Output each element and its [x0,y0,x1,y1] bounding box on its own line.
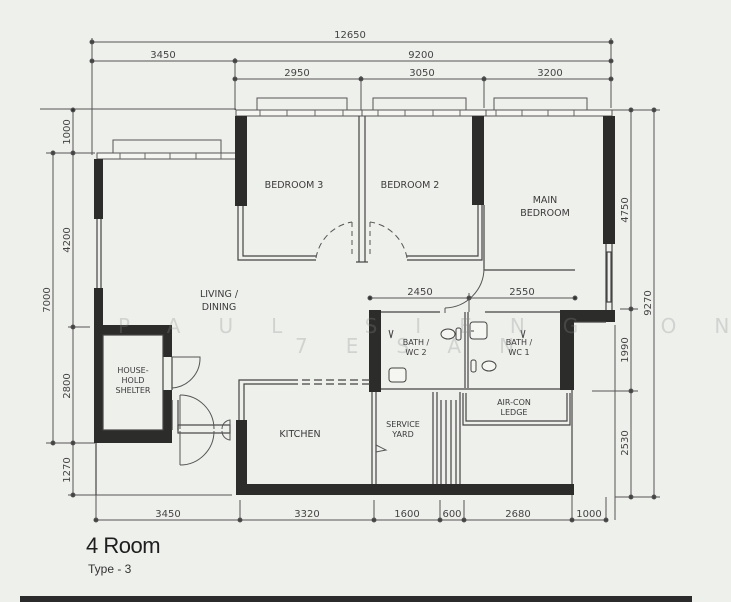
room-label-bath2-1: BATH / [403,338,430,347]
svg-text:2550: 2550 [509,287,534,298]
toilet-icon [481,360,497,372]
plan-title: 4 Room [86,533,161,558]
svg-text:9200: 9200 [408,50,433,61]
svg-text:3200: 3200 [537,68,562,79]
basin-icon [469,321,488,340]
walls [94,116,615,495]
room-label-service-1: SERVICE [386,420,420,429]
svg-text:2450: 2450 [407,287,432,298]
basin-icon [388,367,407,383]
svg-text:4200: 4200 [62,227,73,252]
room-label-living-1: LIVING / [200,289,239,300]
svg-text:2680: 2680 [505,509,530,520]
svg-text:2800: 2800 [62,373,73,398]
bath-fixtures [388,321,526,383]
room-label-bedroom3: BEDROOM 3 [265,180,324,191]
svg-text:7ESAN: 7ESAN [295,334,552,358]
room-label-shelter-2: HOLD [122,376,145,385]
room-label-bath2-2: WC 2 [405,348,426,357]
room-label-aircon-1: AIR-CON [497,398,531,407]
svg-text:1270: 1270 [62,457,73,482]
svg-text:3050: 3050 [409,68,434,79]
dimension-lines [40,38,660,523]
doors [171,221,485,466]
svg-text:3320: 3320 [294,509,319,520]
room-label-aircon-2: LEDGE [501,408,528,417]
room-label-shelter-3: SHELTER [115,386,150,395]
windows [96,97,613,160]
svg-text:12650: 12650 [334,30,366,41]
svg-text:2530: 2530 [620,430,631,455]
room-label-shelter-1: HOUSE- [117,366,148,375]
room-label-main-2: BEDROOM [520,208,570,219]
svg-text:1000: 1000 [62,119,73,144]
partitions [95,116,613,495]
bottom-border [20,596,692,602]
room-label-bath1-1: BATH / [506,338,533,347]
room-labels: BEDROOM 3 BEDROOM 2 MAIN BEDROOM LIVING … [115,180,569,440]
svg-text:1990: 1990 [620,337,631,362]
svg-text:4750: 4750 [620,197,631,222]
svg-text:3450: 3450 [155,509,180,520]
svg-text:2950: 2950 [284,68,309,79]
room-label-service-2: YARD [391,430,413,439]
room-label-living-2: DINING [202,302,237,313]
svg-text:1000: 1000 [576,509,601,520]
room-label-kitchen: KITCHEN [279,429,320,440]
toilet-icon [440,328,456,340]
svg-text:PAUL SIENG ONG: PAUL SIENG ONG [118,314,731,338]
plan-subtitle: Type - 3 [88,562,132,576]
svg-text:7000: 7000 [42,287,53,312]
dimension-labels: 12650 3450 9200 2950 3050 3200 1000 4200… [42,30,654,520]
room-label-bedroom2: BEDROOM 2 [381,180,440,191]
svg-text:3450: 3450 [150,50,175,61]
watermark: PAUL SIENG ONG 7ESAN [118,314,731,358]
room-label-bath1-2: WC 1 [508,348,529,357]
room-label-main-1: MAIN [533,195,558,206]
svg-text:9270: 9270 [643,290,654,315]
svg-text:600: 600 [442,509,461,520]
svg-text:1600: 1600 [394,509,419,520]
